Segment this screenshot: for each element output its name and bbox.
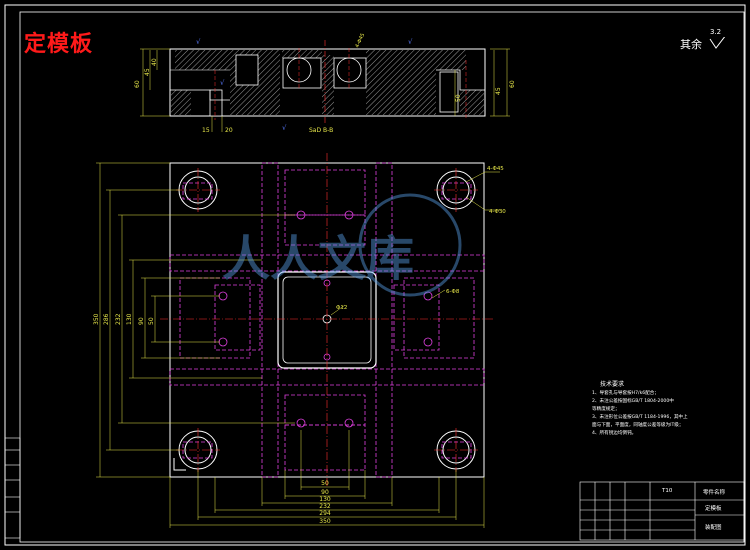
tech-note: 1、导套孔与导套按H7/k6配合； [592,391,659,396]
dim-bottom-232: 232 [319,503,331,510]
dim-20-bottom: 20 [225,127,233,134]
dim-bottom-50: 50 [321,480,329,487]
plan-dims-left [96,162,295,478]
watermark-text: 人人文库 [222,231,414,287]
callout-guide-bush: 4-Φ45 [487,166,504,172]
section-label: SaD B-B [309,127,333,134]
tech-note: 2、未注公差按国标GB/T 1804-2000中 [592,399,674,404]
dim-60-right: 60 [509,80,516,88]
sheet-frame [4,4,746,546]
dim-45-right: 45 [495,87,502,95]
svg-text:√: √ [220,79,225,87]
tech-requirements-title: 技术要求 [600,381,625,388]
tech-note: 等精度规定； [592,407,620,412]
dim-60-left: 60 [134,80,141,88]
roughness-note: 其余 3.2 [680,28,726,52]
svg-text:√: √ [282,124,287,132]
roughness-symbol-icon [709,37,726,49]
dim-15-bottom: 15 [202,127,210,134]
dim-left-50: 50 [148,317,155,325]
dim-bottom-350: 350 [319,518,331,525]
title-block-material: T10 [662,488,673,494]
hatch-region [366,50,436,115]
callout-guide-hole: 4-Φ30 [489,209,506,215]
title-block-part-name: 定模板 [705,506,722,512]
title-block-drawing-no: 装配图 [705,525,722,531]
section-view: √ √ √ √ [169,38,486,132]
dim-left-90: 90 [138,317,145,325]
dim-left-130: 130 [126,313,133,325]
dim-left-350: 350 [93,313,100,325]
svg-text:√: √ [196,38,201,46]
hatch-region [175,50,230,70]
hatch-region [282,50,322,58]
tech-notes: 1、导套孔与导套按H7/k6配合； 2、未注公差按国标GB/T 1804-200… [592,390,722,438]
dim-bottom-130: 130 [319,496,331,503]
tech-note: 4、所有锐边均倒钝。 [592,431,637,436]
dim-left-232: 232 [115,313,122,325]
watermark: 人人文库 [222,193,462,297]
title-block-name-label: 零件名称 [703,490,726,496]
callout-sprue: Φ12 [336,305,347,311]
plan-dim-labels-bottom: 50 90 130 232 294 350 [319,480,331,525]
callout-cooling: 6-Φ8 [446,289,460,295]
hatch-region [436,50,466,70]
plan-view [160,153,494,487]
section-dimensions [140,48,510,132]
left-title-strip [4,437,21,539]
title-block [579,481,745,541]
callout-labels: 4-Φ45 4-Φ30 Φ12 6-Φ8 [336,166,506,311]
leader-callout-top: 4-Φ45 [354,32,366,48]
plan-dim-labels-left: 350 286 232 130 90 50 [93,313,155,325]
callout-leaders [330,171,500,316]
dim-45-left: 45 [144,68,151,76]
center-lines [160,153,494,487]
section-dim-labels: 60 45 40 20 15 60 50 45 [134,58,516,134]
roughness-value: 3.2 [710,28,722,36]
svg-text:√: √ [408,38,413,46]
roughness-prefix: 其余 [680,38,702,51]
tech-note: 3、未注形位公差按GB/T 1184-1996，其中上 [592,415,688,420]
dim-40-left: 40 [151,58,158,66]
hatch-region [460,90,484,115]
dim-bottom-90: 90 [321,489,329,496]
dim-bottom-294: 294 [319,510,331,517]
dim-50-right: 50 [455,94,462,102]
dim-left-286: 286 [103,313,110,325]
hatch-region [171,90,191,115]
plan-dims-bottom [169,430,485,528]
tech-note: 面与下面，平面度，同轴度公差等级为IT级； [592,423,684,428]
drawing-title: 定模板 [24,32,94,57]
inner-frame [19,11,745,543]
hatch-region [322,55,334,115]
